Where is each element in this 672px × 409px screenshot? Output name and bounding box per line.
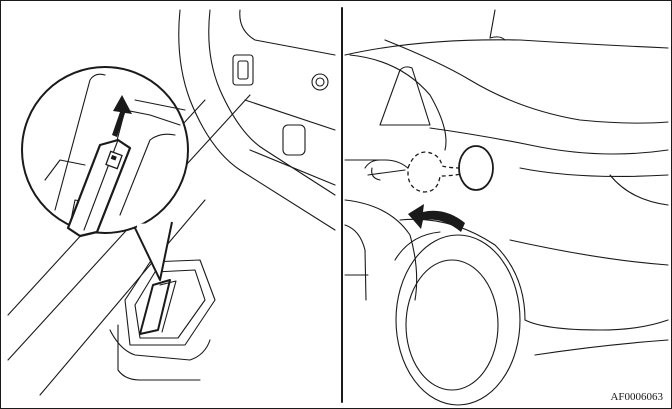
figure-code: AF0006063 [610,391,663,403]
fuel-filler-door-open [459,146,493,190]
